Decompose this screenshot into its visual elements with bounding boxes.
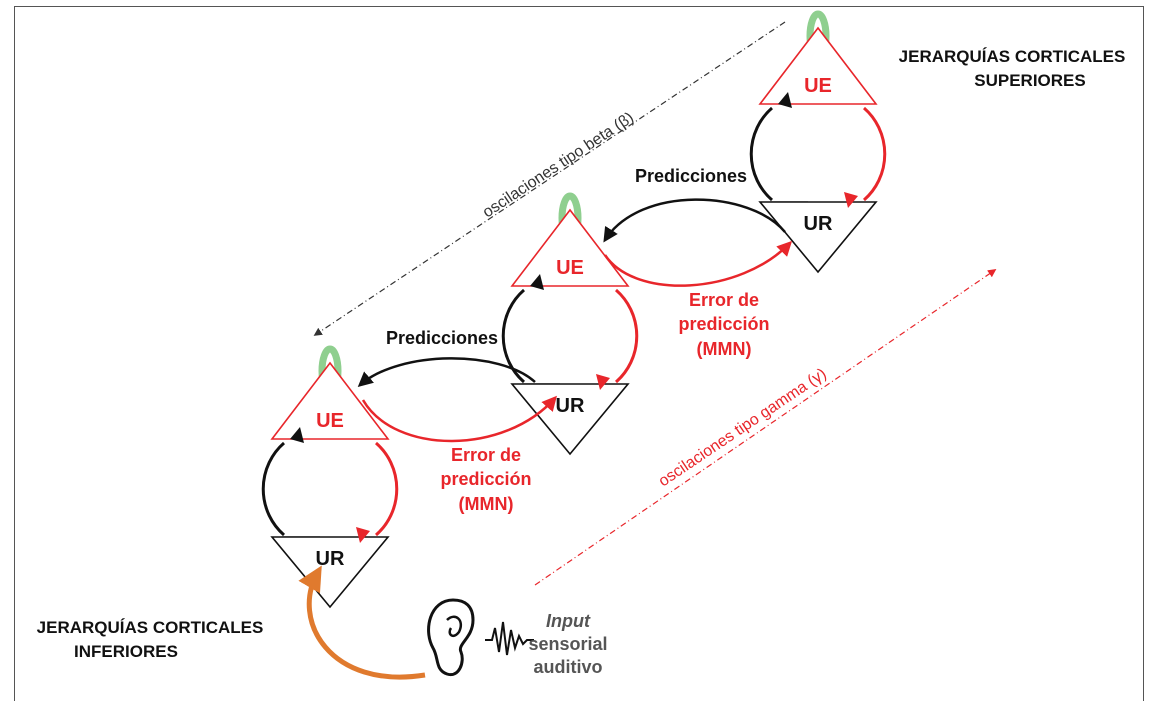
loop-left-arc <box>261 441 285 537</box>
loop-arrowhead-black <box>290 427 304 443</box>
error-label-2-line-1: Error de <box>689 290 759 310</box>
predictions-label-1: Predicciones <box>386 328 498 348</box>
ue-triangle <box>270 361 390 440</box>
title-bottom-line-2: INFERIORES <box>74 642 178 661</box>
title-bottom-line-1: JERARQUÍAS CORTICALES <box>37 618 264 637</box>
ue-label: UE <box>316 410 344 432</box>
loop-arrowhead-black <box>530 274 544 290</box>
ur-label: UR <box>804 213 833 235</box>
loop-right-arc <box>375 441 399 537</box>
ear-icon <box>427 598 475 677</box>
ur-triangle <box>510 383 630 456</box>
ue-label: UE <box>556 257 584 279</box>
frame-border <box>14 6 1144 701</box>
unit-level-1: UE UR <box>261 345 399 609</box>
ur-label: UR <box>316 548 345 570</box>
error-arrow-2 <box>603 240 793 287</box>
input-label-line-1: Input <box>546 611 591 631</box>
loop-left-arc <box>501 288 525 384</box>
unit-level-2: UE UR <box>501 192 639 456</box>
error-label-1-line-2: predicción <box>440 469 531 489</box>
title-top-line-2: SUPERIORES <box>974 71 1085 90</box>
title-top-line-1: JERARQUÍAS CORTICALES <box>899 47 1126 66</box>
gamma-label: oscilaciones tipo gamma (γ) <box>656 365 830 490</box>
input-label-line-3: auditivo <box>533 657 602 677</box>
error-arrow-1 <box>361 395 557 443</box>
loop-arrowhead-red <box>596 374 610 390</box>
beta-arrow <box>313 21 786 336</box>
loop-right-arc <box>863 106 887 202</box>
error-label-2-line-3: (MMN) <box>697 339 752 359</box>
prediction-arrow-1 <box>357 357 536 387</box>
prediction-arrow-2 <box>603 198 786 243</box>
ue-triangle <box>510 208 630 287</box>
error-label-2-line-2: predicción <box>678 314 769 334</box>
loop-right-arc <box>615 288 639 384</box>
loop-arrowhead-black <box>778 92 792 108</box>
loop-arrowhead-red <box>356 527 370 543</box>
predictions-label-2: Predicciones <box>635 166 747 186</box>
ur-triangle <box>758 201 878 274</box>
input-label-line-2: sensorial <box>528 634 607 654</box>
error-label-1-line-3: (MMN) <box>459 494 514 514</box>
ue-label: UE <box>804 75 832 97</box>
sound-wave-icon <box>485 621 534 656</box>
loop-left-arc <box>749 106 773 202</box>
unit-level-3: UE UR <box>749 10 887 274</box>
loop-arrowhead-red <box>844 192 858 208</box>
gamma-arrow <box>534 269 997 586</box>
ue-triangle <box>758 26 878 105</box>
ur-label: UR <box>556 395 585 417</box>
beta-label: oscilaciones tipo beta (β) <box>480 109 637 221</box>
error-label-1-line-1: Error de <box>451 445 521 465</box>
input-arrow <box>298 565 426 680</box>
